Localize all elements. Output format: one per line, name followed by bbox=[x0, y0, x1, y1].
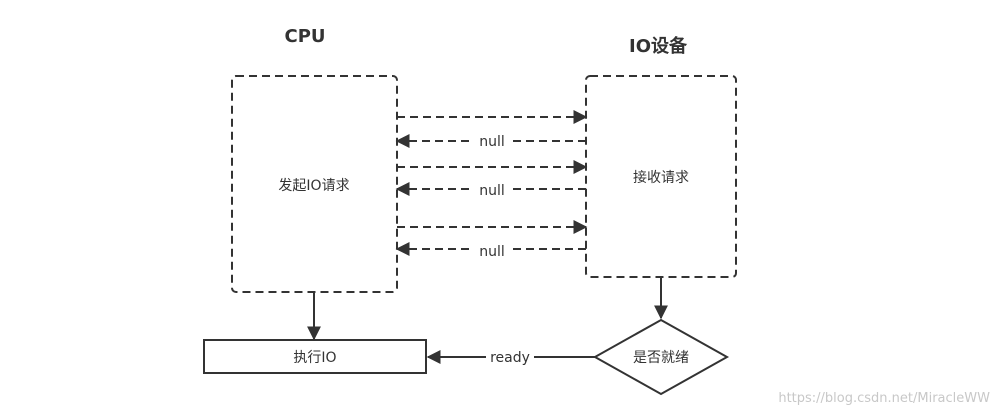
cpu-title: CPU bbox=[284, 26, 325, 47]
exec-io-box bbox=[203, 339, 427, 374]
null-label-1: null bbox=[479, 134, 505, 150]
null-label-2-bg bbox=[474, 181, 512, 199]
watermark: https://blog.csdn.net/MiracleWW bbox=[778, 391, 990, 406]
ready-label-bg bbox=[486, 348, 534, 366]
exec-io-label: 执行IO bbox=[293, 350, 336, 366]
io-title: IO设备 bbox=[629, 35, 688, 57]
io-box-label: 接收请求 bbox=[633, 169, 689, 186]
null-label-2: null bbox=[479, 183, 505, 199]
null-label-3-bg bbox=[474, 242, 512, 260]
null-label-1-bg bbox=[474, 132, 512, 150]
decision-label: 是否就绪 bbox=[633, 350, 689, 366]
ready-label: ready bbox=[490, 350, 530, 366]
ready-decision-diamond bbox=[592, 318, 730, 396]
cpu-box-label: 发起IO请求 bbox=[278, 178, 349, 194]
null-label-3: null bbox=[479, 244, 505, 260]
